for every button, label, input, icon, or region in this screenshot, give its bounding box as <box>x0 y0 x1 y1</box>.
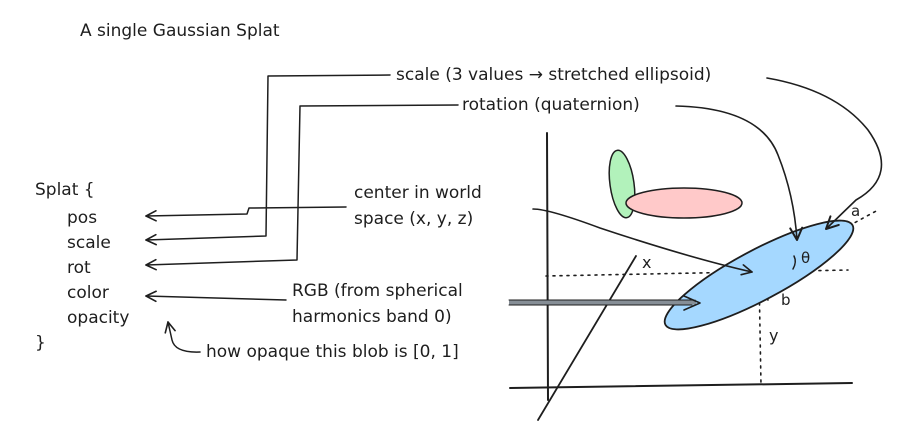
gray-arrow-head <box>683 295 701 311</box>
field-color: color <box>67 283 109 303</box>
struct-close: } <box>35 333 46 353</box>
arrow-scale-to-ellipsoid <box>766 77 883 230</box>
field-pos: pos <box>67 208 97 228</box>
diagram-title: A single Gaussian Splat <box>80 21 280 41</box>
theta-arc <box>792 255 797 270</box>
arrow-opacity <box>164 321 201 353</box>
label-rgb-line2: harmonics band 0) <box>292 307 452 327</box>
label-center-line1: center in world <box>354 183 482 203</box>
label-center-line2: space (x, y, z) <box>354 209 473 229</box>
label-rgb-line1: RGB (from spherical <box>292 281 463 301</box>
center-vertical-guide <box>758 274 762 386</box>
arrow-rotation <box>145 104 459 271</box>
red-splat <box>625 187 743 219</box>
arrow-center <box>145 206 347 222</box>
theta-label: θ <box>801 249 810 267</box>
field-rot: rot <box>67 258 91 278</box>
struct-open: Splat { <box>35 180 95 200</box>
field-scale: scale <box>67 233 111 253</box>
gray-arrow-outline <box>508 299 693 306</box>
connector-arrows <box>145 74 459 353</box>
b-label: b <box>781 291 791 309</box>
y-axis-line <box>546 132 549 401</box>
a-label: a <box>851 202 860 220</box>
label-scale: scale (3 values → stretched ellipsoid) <box>396 65 711 85</box>
arrow-center-to-ellipsoid <box>532 208 753 276</box>
field-opacity: opacity <box>67 308 129 328</box>
label-rotation: rotation (quaternion) <box>462 95 640 115</box>
label-opacity: how opaque this blob is [0, 1] <box>206 342 459 362</box>
x-axis-label: x <box>642 253 651 272</box>
coordinate-axes: x <box>509 132 853 421</box>
gaussian-ellipsoid <box>663 219 855 331</box>
y-label: y <box>769 326 778 345</box>
depth-axis-line <box>537 255 637 421</box>
x-axis-line <box>509 382 853 389</box>
arrow-rotation-to-ellipsoid <box>675 105 804 241</box>
splat-struct: Splat { pos scale rot color opacity } <box>35 180 129 353</box>
arrow-scale <box>145 74 391 246</box>
arrow-rgb <box>145 290 287 303</box>
